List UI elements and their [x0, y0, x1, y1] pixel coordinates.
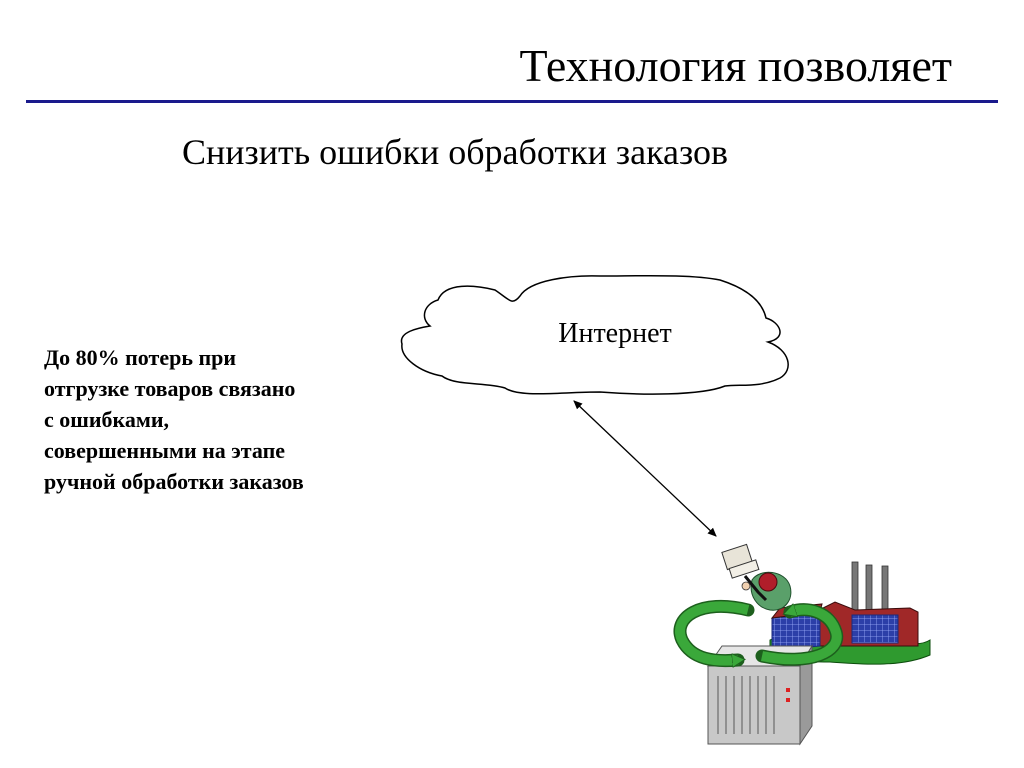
statistic-line: До 80% потерь при	[44, 345, 237, 370]
statistic-line: с ошибками,	[44, 407, 170, 432]
statistic-line: отгрузке товаров связано	[44, 376, 296, 401]
statistic-text: До 80% потерь при отгрузке товаров связа…	[44, 342, 394, 497]
statistic-line: совершенными на этапе	[44, 438, 286, 463]
cloud-label: Интернет	[558, 318, 672, 349]
slide-subtitle: Снизить ошибки обработки заказов	[182, 132, 728, 172]
internet-cloud	[400, 274, 789, 395]
connection-arrow	[573, 400, 717, 537]
title-divider	[26, 100, 998, 103]
slide-title: Технология позволяет	[519, 40, 953, 91]
operator-at-computer-icon	[721, 543, 792, 611]
statistic-line: ручной обработки заказов	[44, 469, 304, 494]
